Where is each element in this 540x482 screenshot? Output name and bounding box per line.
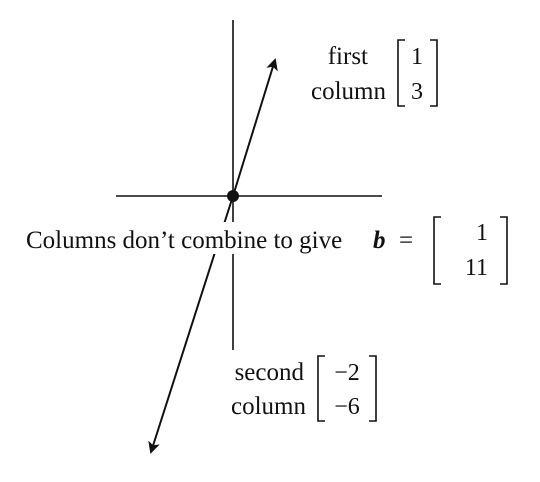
- vector-entry-top: 1: [411, 44, 423, 70]
- first-column-label-line1: first: [328, 43, 368, 70]
- right-bracket: [500, 216, 508, 285]
- left-bracket: [317, 355, 325, 422]
- vector-entry-top: 1: [476, 220, 488, 246]
- vector-entry-bottom: −6: [334, 394, 360, 420]
- right-bracket: [369, 355, 377, 422]
- second-column-vector: −2 −6: [317, 355, 377, 422]
- caption-equals: =: [399, 227, 413, 254]
- second-column-label-line2: column: [231, 393, 306, 420]
- left-bracket: [397, 39, 405, 107]
- vector-entry-top: −2: [334, 360, 360, 386]
- vector-entry-bottom: 11: [465, 255, 488, 281]
- first-column-label-line2: column: [311, 78, 386, 105]
- second-column-label-line1: second: [235, 359, 305, 386]
- first-column-vector: 1 3: [397, 39, 438, 107]
- first-column-arrow: [232, 58, 278, 197]
- left-bracket: [433, 216, 441, 285]
- vector-entry-bottom: 3: [411, 79, 423, 105]
- caption-symbol-b: b: [373, 227, 386, 254]
- caption: Columns don’t combine to give b = 1 11: [24, 216, 508, 285]
- origin-point: [227, 190, 239, 202]
- right-bracket: [430, 39, 438, 107]
- caption-text: Columns don’t combine to give: [26, 227, 342, 254]
- caption-background: [24, 222, 464, 254]
